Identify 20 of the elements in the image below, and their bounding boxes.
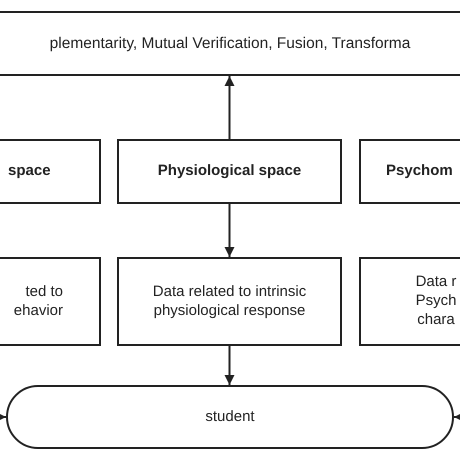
arrow: [454, 412, 460, 422]
process-box: [117, 257, 342, 346]
box-heading: Physiological space: [158, 162, 302, 181]
box-text: ted to ehavior: [12, 282, 63, 320]
box-text: Data r Psych chara: [414, 273, 458, 330]
process-box: [117, 139, 342, 204]
process-box: [359, 139, 460, 204]
box-heading: space: [8, 162, 51, 181]
box-text: Data related to intrinsic physiological response: [152, 282, 308, 320]
arrow: [224, 204, 234, 257]
arrow: [224, 346, 234, 385]
box-heading: Psychom: [386, 162, 453, 181]
process-box: [0, 11, 460, 76]
arrow: [0, 412, 6, 422]
process-box: [359, 257, 460, 346]
arrow: [224, 76, 234, 139]
box-text: student: [205, 408, 255, 426]
box-text: plementarity, Mutual Verification, Fusion, Transforma: [48, 34, 412, 54]
process-box: [0, 257, 101, 346]
process-box: [0, 139, 101, 204]
